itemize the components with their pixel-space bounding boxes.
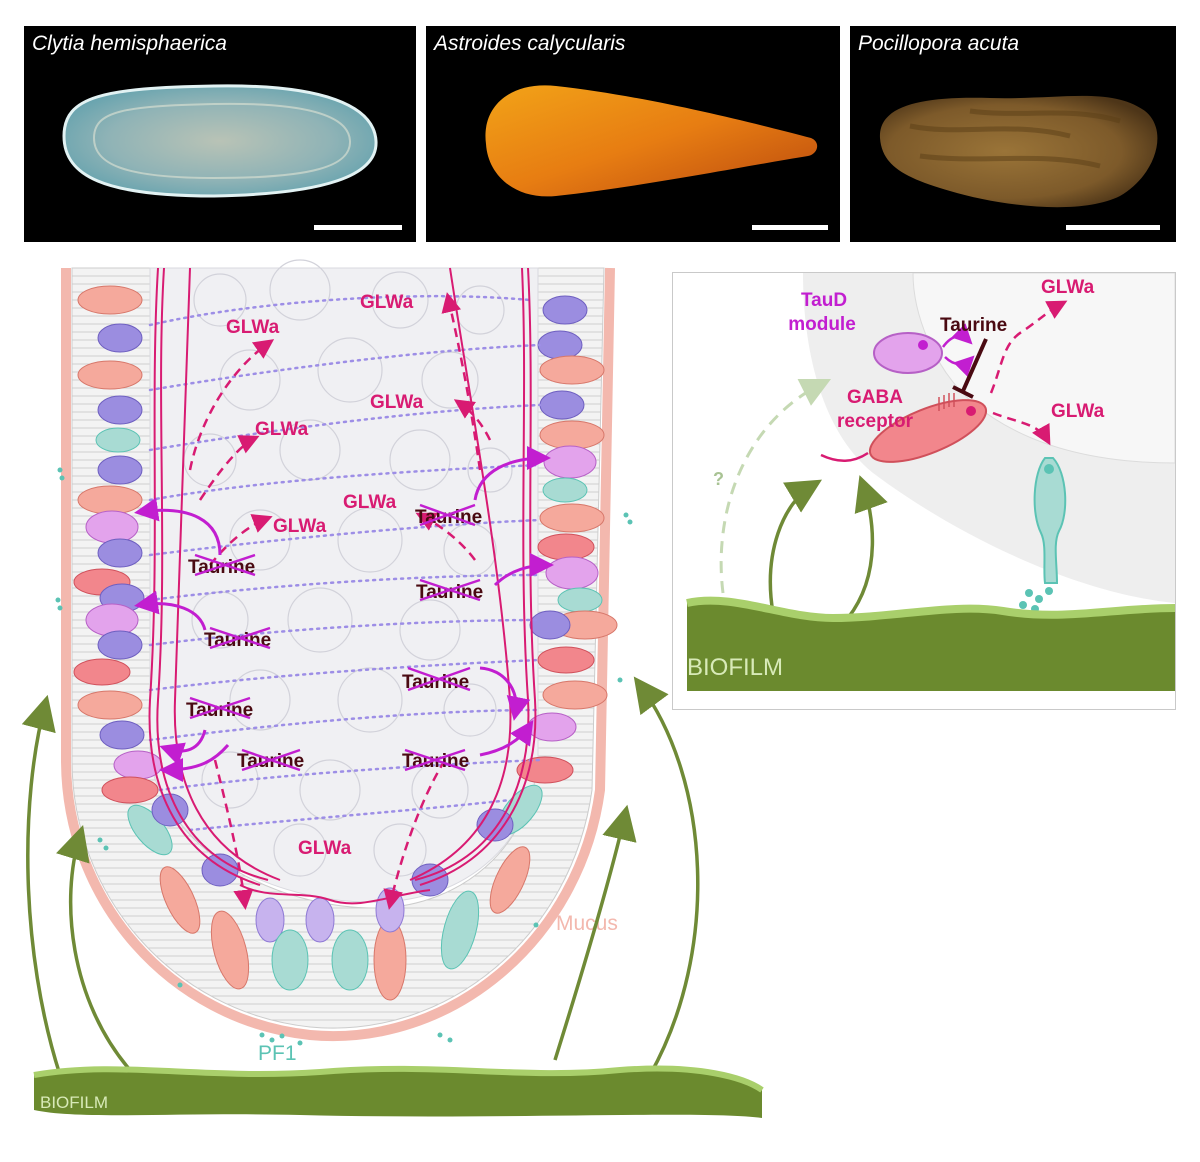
- glwa-label: GLWa: [1051, 401, 1105, 422]
- taud-cell: [873, 332, 943, 374]
- inhibition-line: [961, 338, 988, 392]
- glwa-label: GLWa: [273, 516, 327, 537]
- scale-bar: [314, 225, 402, 230]
- receptor-label: receptor: [837, 411, 914, 432]
- mucus-label: Mucus: [556, 912, 618, 935]
- astroides-larva-image: [485, 85, 818, 197]
- glwa-label: GLWa: [360, 292, 414, 313]
- scale-bar: [752, 225, 828, 230]
- photo-caption: Pocillopora acuta: [858, 32, 1020, 55]
- taurine-label: Taurine: [204, 630, 271, 651]
- neurite-tracts: [148, 267, 537, 905]
- photo-astroides: Astroides calycularis: [426, 26, 840, 242]
- neural-network-lines: [148, 294, 542, 832]
- taurine-degradation-marks: [189, 503, 481, 772]
- pocillopora-larva-image: [879, 95, 1158, 208]
- gaba-nucleus: [966, 406, 976, 416]
- pf1-cell: [1033, 457, 1067, 584]
- pf1-label: PF1: [258, 1042, 297, 1065]
- gaba-label: GABA: [847, 387, 903, 408]
- module-label: module: [788, 314, 856, 335]
- mucus-layer: [61, 267, 615, 1042]
- taud-label: TauD: [801, 290, 847, 311]
- photo-clytia: Clytia hemisphaerica: [24, 26, 416, 242]
- glwa-out-arrow-right: [992, 411, 1051, 446]
- glwa-label: GLWa: [1041, 277, 1095, 298]
- pf1-secretion: [1019, 587, 1053, 613]
- gaba-receptor-cell: [868, 399, 988, 463]
- biofilm-base: [34, 1068, 762, 1118]
- mechanism-diagram: ? TauD module Taurine GLWa GLWa GABA rec…: [686, 273, 1175, 691]
- glwa-diffusion-arrows: [188, 292, 492, 910]
- photo-pocillopora: Pocillopora acuta: [850, 26, 1176, 242]
- taurine-label: Taurine: [416, 582, 483, 603]
- glwa-label: GLWa: [298, 838, 352, 859]
- ectoderm-cells-left: [73, 285, 309, 991]
- scale-bar: [1066, 225, 1160, 230]
- photo-caption: Astroides calycularis: [434, 32, 626, 55]
- biofilm-signal-arrow: [768, 479, 822, 614]
- ectoderm-cells-right: [305, 295, 618, 1001]
- glwa-label: GLWa: [226, 317, 280, 338]
- taurine-uptake-arrow: [941, 323, 973, 348]
- biofilm-signal-arrow: [846, 475, 888, 620]
- pf1-nucleus: [1044, 464, 1054, 474]
- biofilm-label: BIOFILM: [40, 1093, 108, 1112]
- biofilm-base: [687, 600, 1175, 691]
- taurine-arrows: [134, 446, 554, 782]
- taurine-release-arrow: [944, 355, 975, 377]
- taurine-label: Taurine: [186, 700, 253, 721]
- inhibition-bar: [952, 385, 974, 399]
- taud-nucleus: [918, 340, 928, 350]
- question-mark: ?: [713, 469, 724, 489]
- endoderm-cells: [183, 259, 513, 877]
- glwa-out-arrow-top: [989, 300, 1068, 394]
- glwa-labels: GLWa GLWa GLWa GLWa GLWa GLWa GLWa: [226, 292, 424, 859]
- unknown-signal-arrow: [719, 378, 832, 594]
- mechanism-inset: ? TauD module Taurine GLWa GLWa GABA rec…: [672, 272, 1176, 710]
- pf1-particles: [55, 467, 633, 1046]
- glwa-label: GLWa: [370, 392, 424, 413]
- larva-cross-section-diagram: GLWa GLWa GLWa GLWa GLWa GLWa GLWa Tauri…: [21, 259, 764, 1118]
- biofilm-label: BIOFILM: [687, 654, 783, 681]
- biofilm-top: [33, 1065, 764, 1093]
- taurine-label: Taurine: [402, 672, 469, 693]
- receptor-cilia: [938, 393, 955, 411]
- biofilm-top: [686, 596, 1175, 623]
- taurine-label: Taurine: [940, 315, 1007, 336]
- receptor-tail: [820, 451, 869, 462]
- clytia-larva-image: [62, 84, 378, 198]
- glwa-label: GLWa: [255, 419, 309, 440]
- glwa-label: GLWa: [343, 492, 397, 513]
- photo-caption: Clytia hemisphaerica: [32, 32, 227, 55]
- biofilm-signal-arrows: [21, 676, 700, 1076]
